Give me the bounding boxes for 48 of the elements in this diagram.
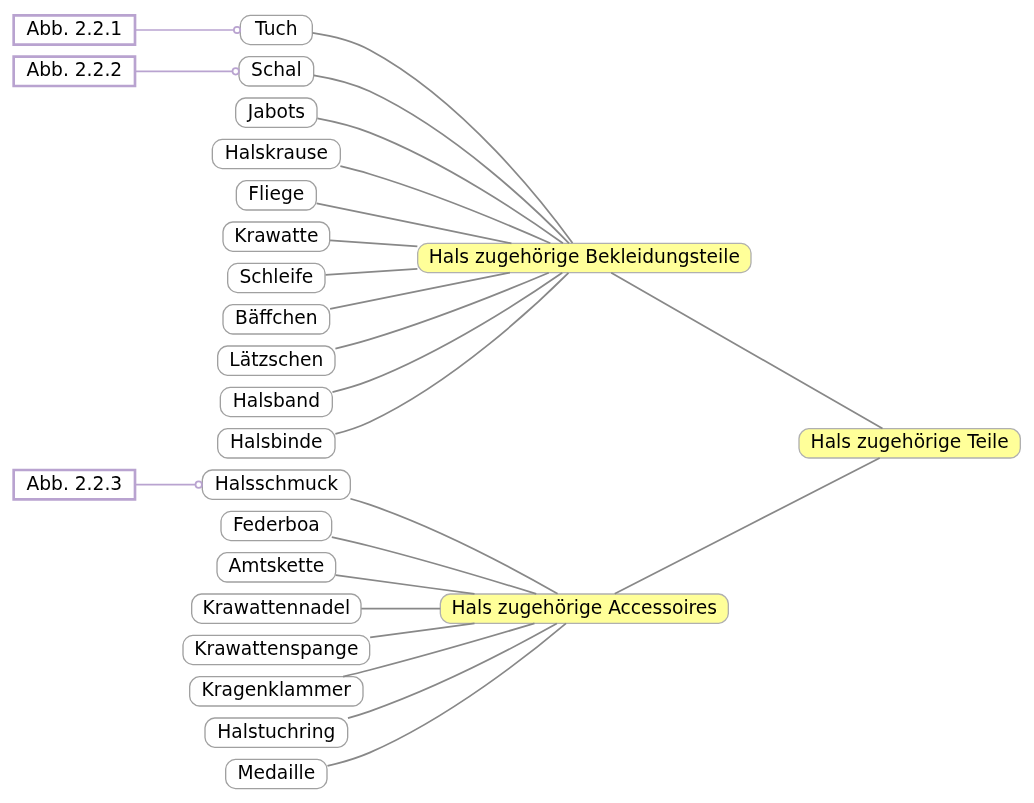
node-box: Medaille: [225, 758, 328, 789]
node-box: Tuch: [239, 14, 313, 45]
connector: [134, 480, 203, 489]
node-box: Krawattennadel: [191, 592, 362, 624]
node-box: Abb. 2.2.2: [12, 54, 137, 87]
connector: [315, 201, 513, 244]
node-box: Halstuchring: [204, 716, 349, 748]
node-box: Hals zugehörige Bekleidungsteile: [417, 242, 752, 273]
connector: [610, 271, 884, 429]
node-box: Krawatte: [222, 220, 331, 252]
node-box: Hals zugehörige Accessoires: [439, 592, 729, 624]
connector: [329, 271, 511, 310]
connector: [334, 271, 550, 349]
node-box: Kragenklammer: [189, 675, 364, 707]
connector: [360, 607, 442, 610]
node-box: Halsschmuck: [201, 468, 351, 500]
connector: [329, 238, 419, 247]
node-box: Halsbinde: [217, 427, 336, 459]
node-box: Jabots: [235, 96, 318, 128]
connector: [349, 497, 559, 595]
node-box: Halskrause: [211, 138, 341, 169]
connector: [312, 74, 570, 244]
connector: [311, 31, 574, 244]
node-box: Hals zugehörige Teile: [798, 427, 1021, 459]
connector: [316, 117, 564, 244]
node-box: Bäffchen: [222, 303, 331, 335]
node-box: Abb. 2.2.1: [12, 13, 137, 46]
node-box: Fliege: [235, 179, 317, 211]
connector: [331, 271, 564, 393]
node-box: Amtskette: [216, 551, 337, 583]
connector: [134, 66, 240, 75]
connector: [330, 535, 538, 595]
connector: [334, 271, 570, 435]
node-box: Krawattenspange: [182, 634, 371, 665]
node-box: Schleife: [227, 262, 326, 293]
connector: [339, 164, 552, 244]
connector: [324, 267, 419, 276]
node-box: Schal: [238, 55, 315, 87]
connector: [326, 622, 567, 767]
connector: [334, 573, 476, 595]
node-box: Lätzschen: [217, 344, 336, 376]
node-box: Halsband: [219, 386, 333, 417]
connector: [134, 25, 242, 34]
node-box: Federboa: [220, 510, 333, 541]
connector: [369, 622, 476, 638]
connector: [347, 622, 558, 719]
node-box: Abb. 2.2.3: [12, 468, 137, 501]
connector: [613, 456, 881, 595]
